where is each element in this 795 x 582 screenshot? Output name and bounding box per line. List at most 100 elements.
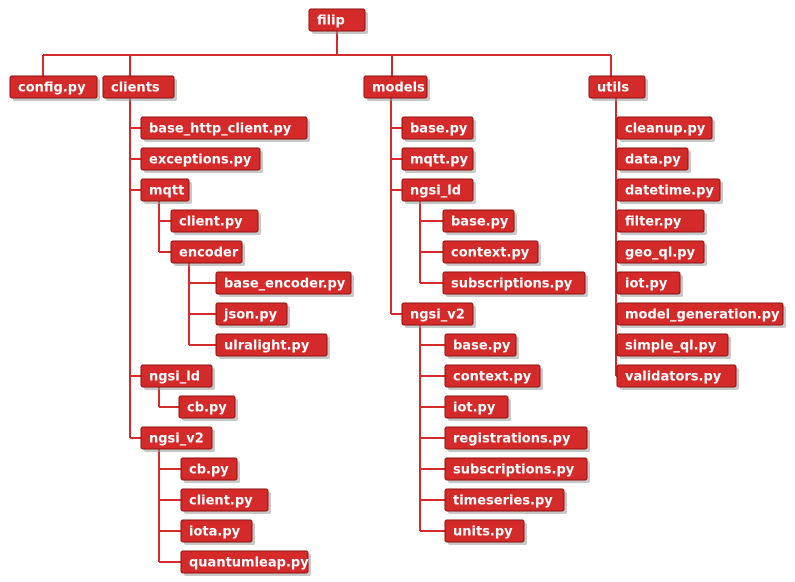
node-label: model_generation.py <box>625 308 780 323</box>
node-box <box>444 333 517 357</box>
node-context-py: context.py <box>444 364 543 390</box>
node-iot-py: iot.py <box>616 271 683 297</box>
node-label: filip <box>317 14 345 29</box>
node-box <box>616 178 721 202</box>
node-iot-py: iot.py <box>444 395 511 421</box>
node-label: cb.py <box>187 401 227 416</box>
node-box <box>180 457 238 481</box>
node-label: datetime.py <box>625 184 714 199</box>
node-ngsi-ld: ngsi_ld <box>401 178 476 204</box>
node-label: quantumleap.py <box>189 556 309 571</box>
node-box <box>401 178 474 202</box>
node-box <box>170 240 243 264</box>
node-clients: clients <box>102 75 177 101</box>
node-cb-py: cb.py <box>180 457 240 483</box>
node-label: client.py <box>189 494 253 509</box>
node-label: geo_ql.py <box>625 246 696 261</box>
node-label: filter.py <box>625 215 682 230</box>
node-box <box>140 426 213 450</box>
node-box <box>308 8 366 32</box>
node-label: utils <box>597 81 629 96</box>
node-box <box>102 75 175 99</box>
node-box <box>616 271 681 295</box>
node-base-py: base.py <box>401 116 476 142</box>
node-label: simple_ql.py <box>625 339 717 354</box>
node-mqtt-py: mqtt.py <box>401 147 476 173</box>
node-data-py: data.py <box>616 147 691 173</box>
node-box <box>140 116 308 140</box>
node-box <box>215 302 288 326</box>
node-box <box>616 302 784 326</box>
node-box <box>444 364 541 388</box>
node-label: mqtt <box>149 184 184 199</box>
node-box <box>616 364 737 388</box>
node-label: ulralight.py <box>224 339 310 354</box>
node-base-encoder-py: base_encoder.py <box>215 271 354 297</box>
node-box <box>170 209 259 233</box>
node-model-generation-py: model_generation.py <box>616 302 786 328</box>
node-label: mqtt.py <box>410 153 469 168</box>
node-box <box>444 395 509 419</box>
node-box <box>588 75 646 99</box>
node-label: clients <box>111 81 160 96</box>
node-label: ngsi_ld <box>410 184 461 199</box>
node-models: models <box>363 75 430 101</box>
node-box <box>180 550 309 574</box>
node-base-py: base.py <box>444 333 519 359</box>
node-label: base.py <box>451 215 509 230</box>
node-box <box>444 519 525 543</box>
node-box <box>616 209 705 233</box>
node-box <box>616 333 729 357</box>
node-subscriptions-py: subscriptions.py <box>444 457 590 483</box>
node-box <box>401 302 474 326</box>
node-box <box>616 116 713 140</box>
node-label: timeseries.py <box>453 494 553 509</box>
node-box <box>444 426 588 450</box>
node-registrations-py: registrations.py <box>444 426 590 452</box>
node-box <box>180 519 253 543</box>
node-filter-py: filter.py <box>616 209 707 235</box>
node-box <box>442 240 539 264</box>
node-ngsi-v2: ngsi_v2 <box>401 302 476 328</box>
node-label: json.py <box>223 308 278 323</box>
node-label: exceptions.py <box>149 153 252 168</box>
node-label: data.py <box>625 153 681 168</box>
node-units-py: units.py <box>444 519 527 545</box>
node-box <box>401 116 474 140</box>
node-box <box>215 333 328 357</box>
node-label: ngsi_ld <box>149 370 200 385</box>
node-mqtt: mqtt <box>140 178 192 204</box>
node-datetime-py: datetime.py <box>616 178 723 204</box>
node-label: client.py <box>179 215 243 230</box>
node-box <box>442 271 586 295</box>
node-label: iot.py <box>453 401 496 416</box>
node-ngsi-ld: ngsi_ld <box>140 364 215 390</box>
node-box <box>616 240 705 264</box>
node-client-py: client.py <box>180 488 271 514</box>
node-label: cb.py <box>189 463 229 478</box>
node-box <box>9 75 98 99</box>
node-label: context.py <box>453 370 532 385</box>
node-box <box>444 488 565 512</box>
node-label: cleanup.py <box>625 122 706 137</box>
node-label: base_http_client.py <box>149 122 292 137</box>
node-label: ngsi_v2 <box>410 308 465 323</box>
node-label: models <box>372 81 425 96</box>
node-quantumleap-py: quantumleap.py <box>180 550 311 576</box>
node-box <box>140 147 261 171</box>
node-context-py: context.py <box>442 240 541 266</box>
node-label: base.py <box>453 339 511 354</box>
node-ngsi-v2: ngsi_v2 <box>140 426 215 452</box>
node-iota-py: iota.py <box>180 519 255 545</box>
node-base-http-client-py: base_http_client.py <box>140 116 310 142</box>
node-box <box>616 147 689 171</box>
node-label: subscriptions.py <box>453 463 575 478</box>
node-client-py: client.py <box>170 209 261 235</box>
node-box <box>178 395 236 419</box>
node-box <box>140 178 190 202</box>
node-label: iota.py <box>189 525 241 540</box>
node-box <box>442 209 515 233</box>
node-simple-ql-py: simple_ql.py <box>616 333 731 359</box>
node-ulralight-py: ulralight.py <box>215 333 330 359</box>
